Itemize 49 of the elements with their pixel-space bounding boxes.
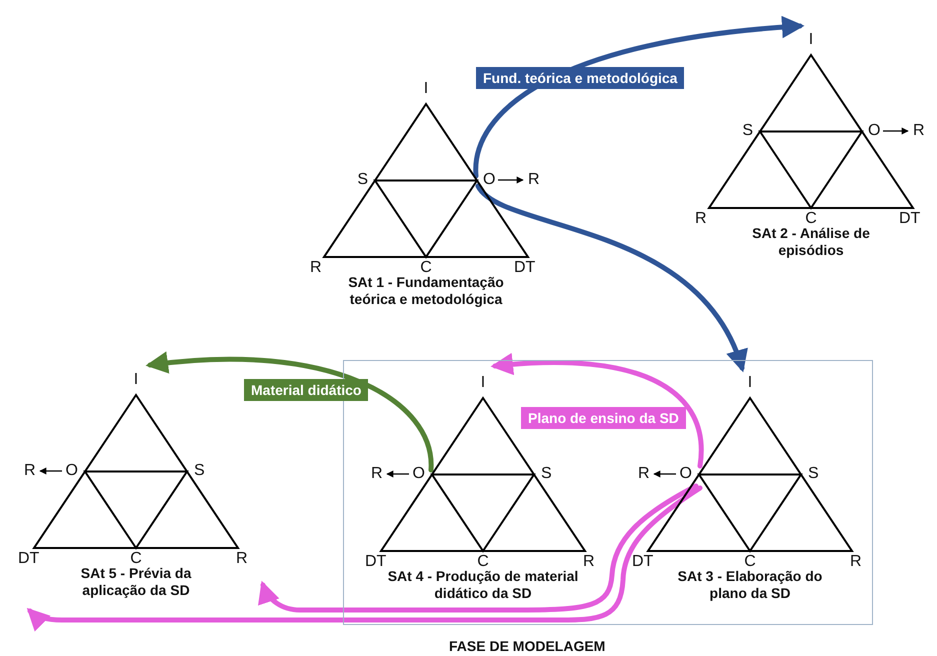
vertex-letter: R	[913, 122, 925, 140]
vertex-letter: DT	[514, 259, 536, 277]
vertex-letter: DT	[18, 550, 40, 568]
vertex-letter: I	[480, 374, 486, 392]
vertex-letter: I	[808, 31, 814, 49]
activity-title: SAt 4 - Produção de material didático da SD	[386, 568, 580, 602]
vertex-letter: C	[130, 550, 142, 568]
vertex-letter: R	[850, 553, 862, 571]
curved-arrow	[259, 484, 698, 612]
vertex-letter: O	[680, 465, 692, 483]
vertex-letter: S	[357, 171, 368, 189]
vertex-letter: S	[742, 122, 753, 140]
vertex-letter: R	[528, 171, 540, 189]
vertex-letter: C	[805, 210, 817, 228]
edge-label: Plano de ensino da SD	[521, 407, 686, 429]
vertex-letter: R	[695, 210, 707, 228]
vertex-letter: I	[748, 374, 752, 392]
vertex-letter: C	[744, 553, 756, 570]
curved-arrow	[476, 184, 746, 372]
vertex-letter: DT	[632, 553, 654, 571]
activity-title: SAt 1 - Fundamentação teórica e metodológica	[347, 274, 505, 308]
vertex-letter: R	[24, 462, 36, 480]
vertex-letter: S	[541, 465, 552, 483]
vertex-letter: I	[424, 80, 428, 98]
activity-title: SAt 5 - Prévia da aplicação da SD	[80, 565, 192, 599]
vertex-letter: R	[583, 553, 595, 571]
edge-label: Material didático	[244, 379, 368, 401]
vertex-letter: R	[371, 465, 383, 483]
vertex-letter: O	[66, 462, 78, 480]
vertex-letter: DT	[899, 210, 920, 228]
curved-arrow	[26, 486, 702, 632]
vertex-letter: S	[194, 462, 205, 480]
edge-label: Fund. teórica e metodológica	[476, 67, 684, 89]
vertex-letter: I	[134, 371, 138, 389]
vertex-letter: DT	[365, 553, 386, 571]
vertex-letter: R	[638, 465, 650, 483]
vertex-letter: S	[808, 465, 819, 483]
vertex-letter: R	[236, 550, 248, 568]
vertex-letter: O	[412, 465, 425, 483]
activity-title: SAt 2 - Análise de episódios	[751, 225, 871, 259]
activity-title: SAt 3 - Elaboração do plano da SD	[676, 568, 824, 602]
vertex-letter: O	[868, 122, 880, 140]
vertex-letter: O	[483, 171, 496, 189]
vertex-letter: C	[420, 259, 432, 276]
curved-arrow	[490, 353, 704, 468]
curved-arrow	[474, 16, 804, 178]
vertex-letter: R	[310, 259, 322, 277]
vertex-letter: C	[477, 553, 489, 570]
group-title: FASE DE MODELAGEM	[449, 638, 606, 654]
